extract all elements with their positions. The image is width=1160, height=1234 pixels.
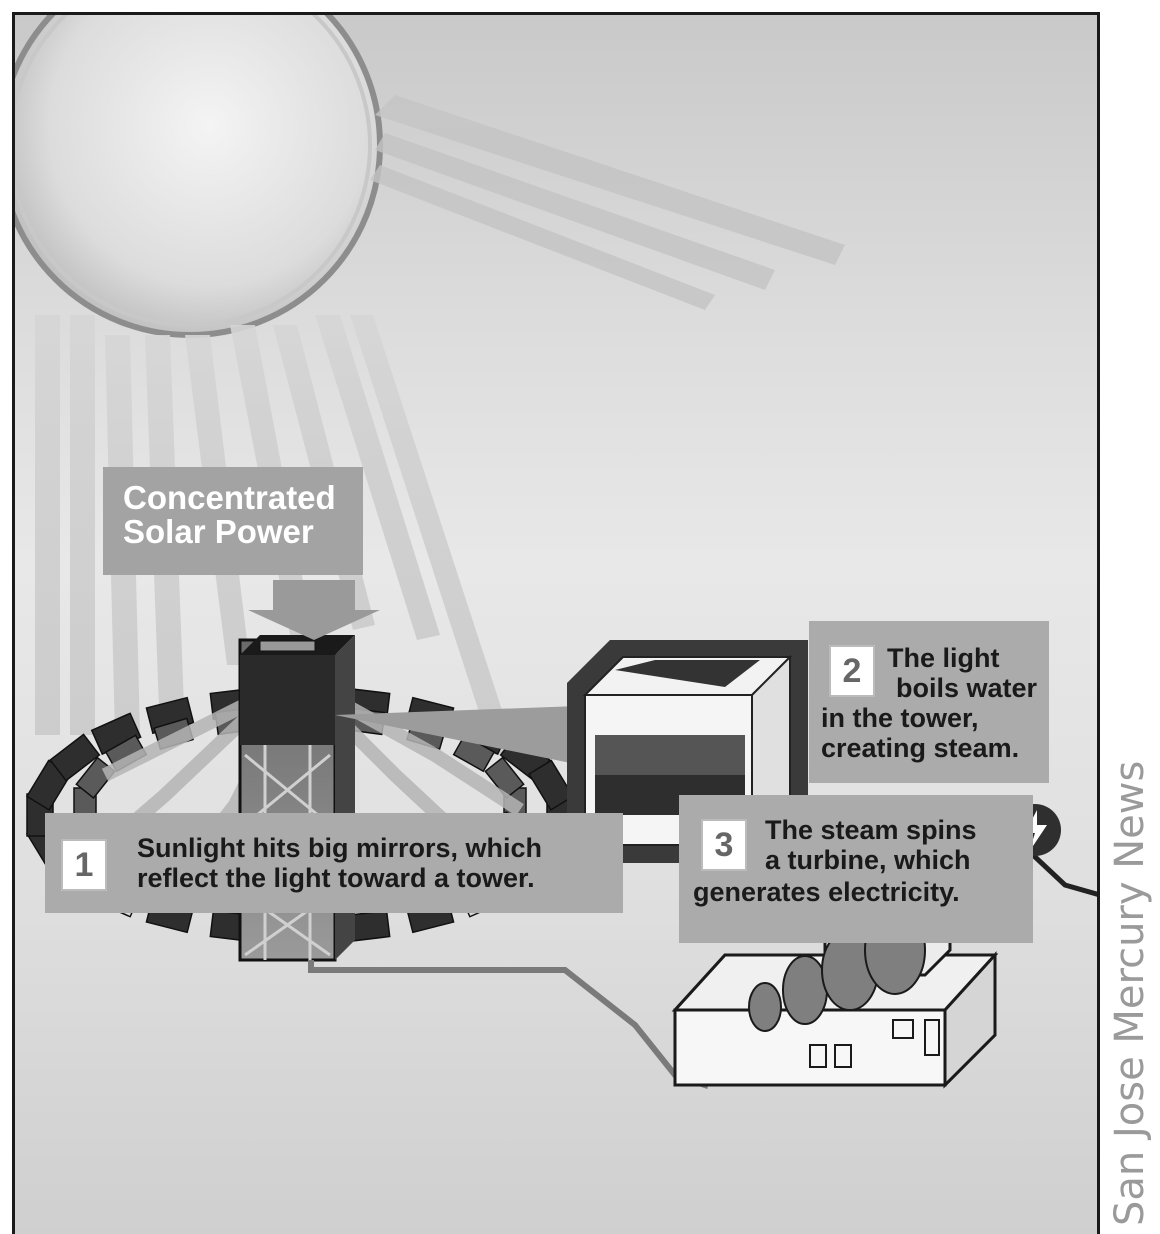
step-2-number: 2 (829, 645, 875, 697)
step-3-line-1: The steam spins (765, 815, 977, 845)
diagram-title: Concentrated Solar Power (103, 467, 363, 575)
power-line (1033, 855, 1100, 895)
step-2-line-3: in the tower, (821, 703, 1019, 733)
title-line-2: Solar Power (123, 515, 363, 549)
step-3-number: 3 (701, 819, 747, 871)
step-1-line-1: Sunlight hits big mirrors, which (137, 833, 542, 863)
step-2-line-2: boils water (896, 673, 1037, 703)
step-1-callout: 1 Sunlight hits big mirrors, which refle… (45, 813, 623, 913)
step-2-line-1: The light (887, 643, 999, 673)
title-line-1: Concentrated (123, 481, 363, 515)
step-3-line-3: generates electricity. (693, 877, 960, 907)
step-3-line-2: a turbine, which (765, 845, 977, 875)
step-1-number: 1 (61, 839, 107, 891)
sun-icon (15, 15, 845, 335)
step-1-line-2: reflect the light toward a tower. (137, 863, 542, 893)
illustration-frame: Concentrated Solar Power 1 Sunlight hits… (12, 12, 1100, 1234)
step-3-callout: 3 The steam spins a turbine, which gener… (679, 795, 1033, 943)
credit-line: San Jose Mercury News (1108, 626, 1152, 1226)
step-2-callout: 2 The light boils water in the tower, cr… (809, 621, 1049, 783)
step-2-line-4: creating steam. (821, 733, 1019, 763)
